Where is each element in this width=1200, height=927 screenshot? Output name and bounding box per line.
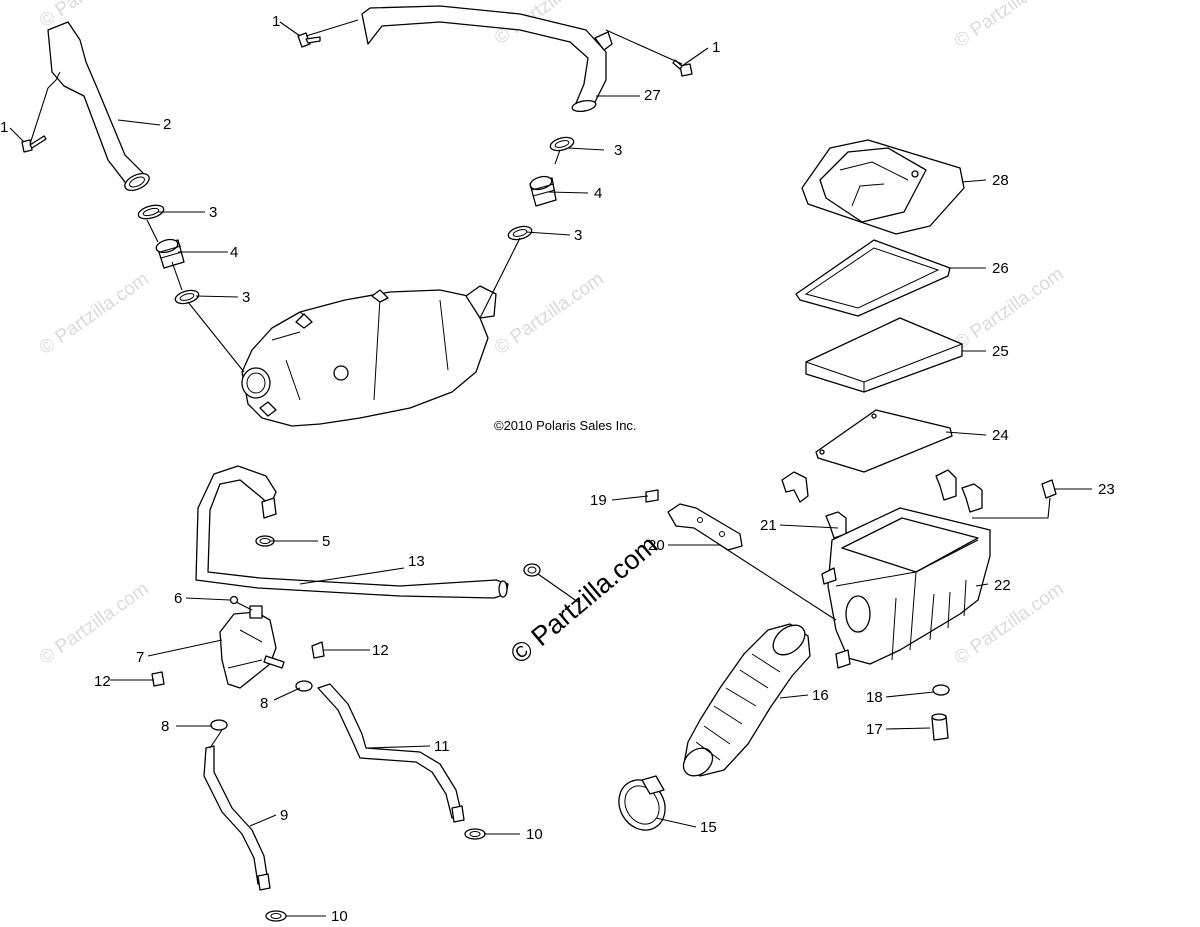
- watermark-text: © Partzilla.com: [951, 0, 1068, 52]
- callout-16: 16: [812, 687, 829, 704]
- callout-labels: 1 1 1 2 27 3 4 3 3 4 3 5 13 6 7 12 12 8 …: [0, 13, 1115, 925]
- callout-12: 12: [372, 642, 389, 659]
- center-watermark: © Partzilla.com: [505, 530, 664, 670]
- part-17-plug: [931, 713, 949, 741]
- watermark-text: © Partzilla.com: [36, 268, 153, 359]
- callout-11: 11: [434, 738, 450, 755]
- watermark-text: © Partzilla.com: [491, 268, 608, 359]
- callout-23: 23: [1098, 481, 1115, 498]
- part-18-clamp: [932, 684, 950, 696]
- copyright-text: ©2010 Polaris Sales Inc.: [494, 418, 637, 433]
- part-3-clamp-left-lower: [174, 289, 200, 305]
- part-25-filter-element: [805, 317, 963, 393]
- part-2-intake-duct: [47, 21, 150, 192]
- callout-26: 26: [992, 260, 1009, 277]
- callout-22: 22: [994, 577, 1011, 594]
- callout-7: 7: [136, 649, 144, 666]
- part-21-clip-4: [961, 483, 983, 513]
- part-27-outlet-duct: [361, 5, 613, 112]
- part-8-clamp-left: [210, 719, 228, 731]
- part-20-bracket: [667, 503, 743, 551]
- callout-4: 4: [594, 185, 602, 202]
- part-4-coupler-left: [155, 238, 185, 269]
- callout-5: 5: [322, 533, 330, 550]
- callout-8: 8: [161, 718, 169, 735]
- part-10-clamp-lower: [265, 910, 287, 922]
- callout-3: 3: [574, 227, 582, 244]
- callout-9: 9: [280, 807, 288, 824]
- callout-2: 2: [163, 116, 171, 133]
- callout-13: 13: [408, 553, 425, 570]
- callout-8: 8: [260, 695, 268, 712]
- part-7-separator: [219, 605, 285, 689]
- callout-1: 1: [272, 13, 280, 30]
- callout-3: 3: [209, 204, 217, 221]
- part-23-bolt: [1041, 479, 1057, 499]
- part-16-intake-boot: [682, 623, 811, 777]
- part-24-filter-plate: [815, 409, 953, 473]
- part-21-clip-1: [781, 471, 809, 503]
- part-4-coupler-right: [529, 175, 557, 207]
- callout-10: 10: [331, 908, 348, 925]
- callout-3: 3: [614, 142, 622, 159]
- callout-20: 20: [648, 537, 665, 554]
- callout-3: 3: [242, 289, 250, 306]
- part-19-bolt: [645, 489, 659, 503]
- part-26-gasket: [795, 239, 951, 317]
- callout-1: 1: [0, 119, 8, 136]
- callout-17: 17: [866, 721, 883, 738]
- callout-4: 4: [230, 244, 238, 261]
- part-3-clamp-right-upper: [549, 136, 575, 152]
- callout-1: 1: [712, 39, 720, 56]
- part-11-drain-hose: [317, 683, 465, 823]
- part-3-clamp-right-lower: [507, 225, 533, 241]
- center-hose-clamp: [523, 563, 541, 577]
- part-12-bolt-left: [151, 671, 165, 687]
- part-13-vent-hose: [195, 465, 509, 599]
- part-8-clamp-right: [295, 680, 313, 692]
- part-9-drain-hose: [203, 745, 271, 891]
- callout-12: 12: [94, 673, 111, 690]
- callout-15: 15: [700, 819, 717, 836]
- callout-21: 21: [760, 517, 777, 534]
- part-3-clamp-left-upper: [137, 204, 165, 220]
- callout-25: 25: [992, 343, 1009, 360]
- callout-10: 10: [526, 826, 543, 843]
- part-21-clip-2: [825, 511, 847, 539]
- part-28-airbox-cover: [801, 139, 965, 235]
- part-10-clamp-upper: [464, 828, 486, 840]
- callout-28: 28: [992, 172, 1009, 189]
- part-12-bolt-right: [311, 641, 325, 659]
- callout-19: 19: [590, 492, 607, 509]
- part-6-nut: [229, 595, 239, 605]
- part-1-bolt-top-right: [672, 59, 693, 77]
- part-1-bolt-left: [21, 135, 47, 153]
- part-21-clip-3: [935, 469, 957, 501]
- part-1-bolt-top-left: [297, 32, 321, 48]
- part-22-airbox-base: [821, 507, 991, 669]
- clutch-cover-housing: [241, 285, 497, 427]
- callout-24: 24: [992, 427, 1009, 444]
- callout-18: 18: [866, 689, 883, 706]
- part-15-clamp: [618, 775, 666, 831]
- callout-6: 6: [174, 590, 182, 607]
- callout-27: 27: [644, 87, 661, 104]
- leader-lines: [9, 19, 1092, 917]
- watermark-text: © Partzilla.com: [951, 263, 1068, 354]
